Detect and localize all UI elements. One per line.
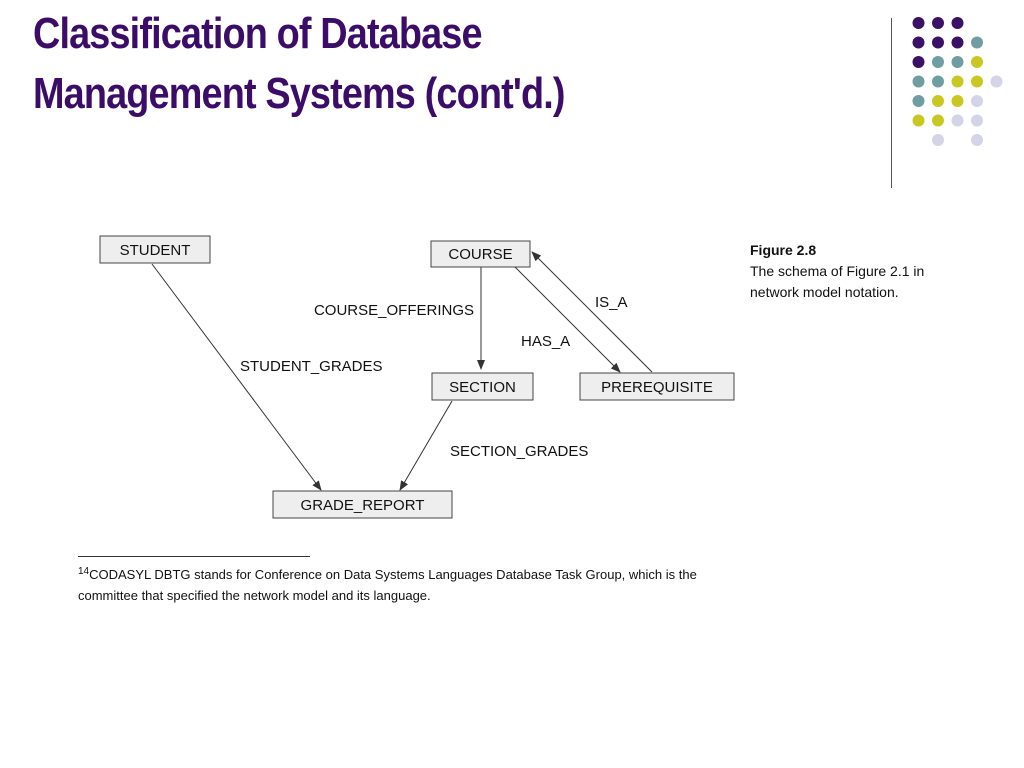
decorative-dot-lavender xyxy=(971,114,983,127)
edge-is-a xyxy=(531,251,653,373)
footnote: 14CODASYL DBTG stands for Conference on … xyxy=(78,564,758,606)
decorative-dot-purple xyxy=(951,36,964,49)
decorative-dot-lavender xyxy=(951,114,964,127)
decorative-dot-teal xyxy=(951,56,964,68)
decorative-dot-teal xyxy=(912,75,925,88)
node-student: STUDENT xyxy=(99,235,211,264)
edge-has-a xyxy=(514,266,621,373)
decorative-dot-yellow xyxy=(951,95,964,107)
footnote-separator xyxy=(78,556,310,557)
header-divider xyxy=(891,18,892,188)
footnote-text: CODASYL DBTG stands for Conference on Da… xyxy=(78,567,697,603)
decorative-dot-purple xyxy=(932,36,944,49)
edge-student-grades xyxy=(151,263,322,491)
decorative-dot-yellow xyxy=(932,95,944,107)
edge-section-grades xyxy=(399,400,453,491)
edge-label-course-offerings: COURSE_OFFERINGS xyxy=(314,302,474,319)
decorative-dot-yellow xyxy=(971,56,983,68)
decorative-dot-teal xyxy=(971,36,983,49)
node-course: COURSE xyxy=(430,240,531,268)
decorative-dot-teal xyxy=(932,56,944,68)
figure-caption-title: Figure 2.8 xyxy=(750,242,817,258)
slide-title-line-1: Classification of Database xyxy=(33,9,483,58)
figure-caption-text: The schema of Figure 2.1 in network mode… xyxy=(750,263,925,300)
slide-title-line-2: Management Systems (cont'd.) xyxy=(33,69,565,118)
decorative-dot-yellow xyxy=(912,114,925,127)
edge-label-student-grades: STUDENT_GRADES xyxy=(240,358,383,375)
decorative-dot-yellow xyxy=(932,114,944,127)
node-prerequisite-label: PREREQUISITE xyxy=(601,379,713,396)
footnote-marker: 14 xyxy=(78,566,90,577)
edge-label-section-grades: SECTION_GRADES xyxy=(450,443,588,460)
node-section-label: SECTION xyxy=(449,379,516,396)
decorative-dot-lavender xyxy=(990,75,1003,88)
slide-title: Classification of Database Management Sy… xyxy=(33,4,738,124)
edge-label-has-a: HAS_A xyxy=(521,333,570,350)
node-student-label: STUDENT xyxy=(120,242,191,259)
node-grade-report: GRADE_REPORT xyxy=(272,490,453,519)
node-section: SECTION xyxy=(431,372,534,401)
decorative-dot-yellow xyxy=(971,75,983,88)
decorative-dot-teal xyxy=(932,75,944,88)
decorative-dot-lavender xyxy=(971,95,983,107)
decorative-dot-yellow xyxy=(951,75,964,88)
node-grade-report-label: GRADE_REPORT xyxy=(301,497,425,514)
decorative-dot-purple xyxy=(951,17,964,29)
node-course-label: COURSE xyxy=(448,246,512,263)
decorative-dot-purple xyxy=(932,17,944,29)
decorative-dot-lavender xyxy=(932,134,944,146)
decorative-dot-purple xyxy=(912,56,925,68)
figure-caption: Figure 2.8 The schema of Figure 2.1 in n… xyxy=(750,240,940,303)
decorative-dot-purple xyxy=(912,17,925,29)
node-prerequisite: PREREQUISITE xyxy=(579,372,735,401)
decorative-dot-lavender xyxy=(971,134,983,146)
decorative-dot-purple xyxy=(912,36,925,49)
edge-label-is-a: IS_A xyxy=(595,294,628,311)
network-schema-diagram: STUDENT COURSE SECTION PREREQUISITE GRAD… xyxy=(99,235,735,519)
decorative-dot-teal xyxy=(912,95,925,107)
